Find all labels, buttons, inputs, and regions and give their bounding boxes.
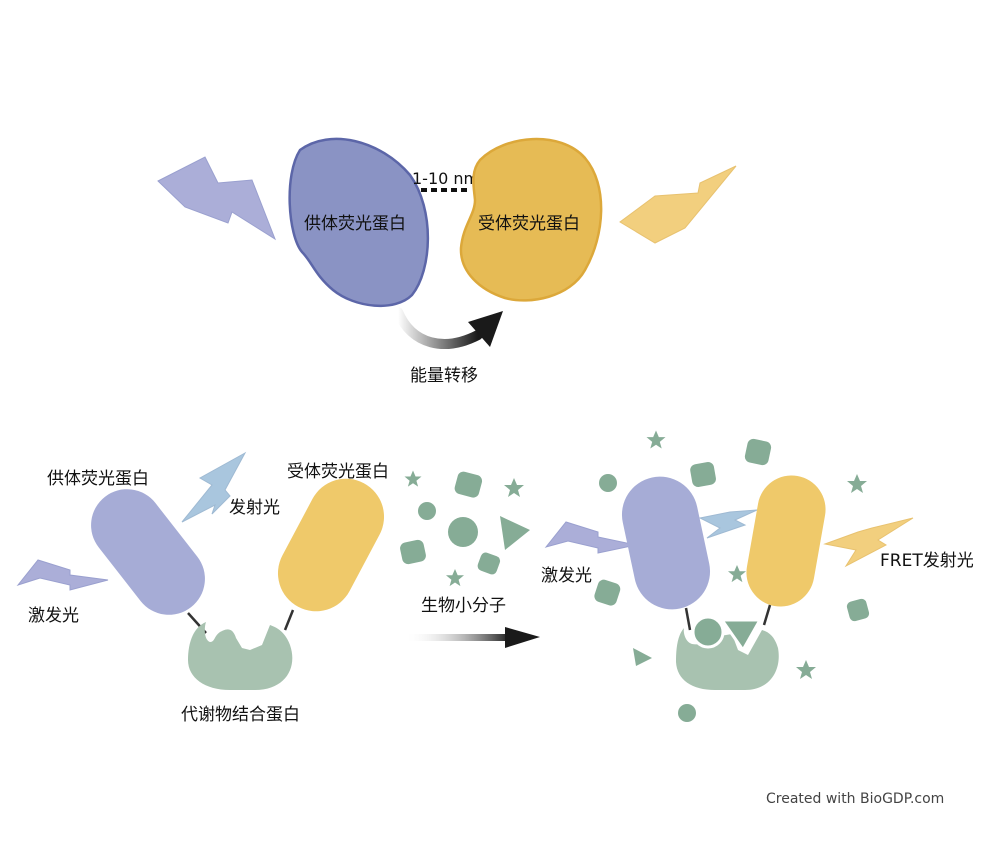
br-bound-triangle-molecule [720, 618, 762, 652]
process-arrow-shaft [405, 634, 510, 641]
circle-molecule [678, 704, 696, 722]
emission-flash-icon [181, 451, 247, 523]
process-arrowhead [505, 627, 540, 648]
star-molecule [796, 660, 816, 679]
fret-emission-label: FRET发射光 [880, 551, 974, 571]
small-molecule-label: 生物小分子 [421, 596, 506, 616]
br-bound-circle-molecule [691, 615, 725, 649]
star-molecule [728, 565, 746, 583]
br-acceptor-linker [762, 604, 772, 626]
star-molecule [504, 478, 524, 497]
acceptor-label: 受体荧光蛋白 [478, 214, 580, 234]
bl-acceptor-capsule [277, 478, 385, 612]
circle-molecule [599, 474, 617, 492]
distance-label: 1-10 nm [412, 169, 479, 188]
square-molecule [846, 598, 870, 622]
small-molecule-cloud [400, 470, 530, 587]
triangle-molecule [500, 516, 530, 550]
bl-acceptor-linker [283, 609, 295, 631]
acceptor-emission-flash-icon [619, 165, 737, 244]
bl-donor-label: 供体荧光蛋白 [47, 469, 149, 489]
square-molecule [594, 579, 621, 606]
fret-emission-flash-icon [823, 517, 914, 568]
bottom-left-panel: 供体荧光蛋白 受体荧光蛋白 发射光 激发光 代谢物结合蛋白 [16, 451, 389, 725]
donor-label: 供体荧光蛋白 [304, 214, 406, 234]
square-molecule [477, 552, 501, 575]
circle-molecule [418, 502, 436, 520]
top-panel: 供体荧光蛋白 1-10 nm 受体荧光蛋白 能量转移 [157, 137, 737, 386]
star-molecule [646, 430, 666, 449]
square-molecule [454, 471, 483, 498]
br-donor-emission-flash-icon [698, 509, 758, 539]
star-molecule [847, 474, 867, 493]
br-excitation-label: 激发光 [541, 566, 592, 586]
credit-text: Created with BioGDP.com [766, 791, 944, 807]
energy-transfer-arrowhead [468, 311, 503, 347]
circle-molecule [448, 517, 478, 547]
square-molecule [400, 539, 426, 565]
br-molecule-cloud [594, 430, 870, 722]
triangle-molecule [633, 648, 652, 666]
br-binding-protein [676, 628, 779, 690]
square-molecule [744, 438, 772, 466]
bl-binding-protein-label: 代谢物结合蛋白 [181, 705, 300, 725]
middle-panel: 生物小分子 [400, 470, 540, 648]
br-excitation-flash-icon [544, 521, 637, 554]
bl-excitation-label: 激发光 [28, 606, 79, 626]
excitation-flash-icon [157, 156, 277, 241]
star-molecule [446, 569, 464, 587]
br-acceptor-capsule [746, 475, 826, 607]
bl-emission-label: 发射光 [229, 498, 280, 518]
bl-excitation-flash-icon [16, 559, 109, 591]
square-molecule [690, 462, 716, 487]
bl-binding-protein [188, 622, 293, 690]
acceptor-protein-blob [459, 137, 603, 302]
bottom-right-panel: 激发光 FRET发射光 [541, 430, 974, 722]
donor-protein-blob [288, 137, 430, 308]
br-donor-linker [684, 607, 692, 631]
energy-transfer-arrow [393, 307, 483, 349]
bl-acceptor-label: 受体荧光蛋白 [287, 462, 389, 482]
energy-transfer-label: 能量转移 [410, 366, 478, 386]
br-donor-capsule [621, 476, 711, 610]
bl-donor-capsule [91, 489, 205, 615]
star-molecule [404, 470, 422, 487]
